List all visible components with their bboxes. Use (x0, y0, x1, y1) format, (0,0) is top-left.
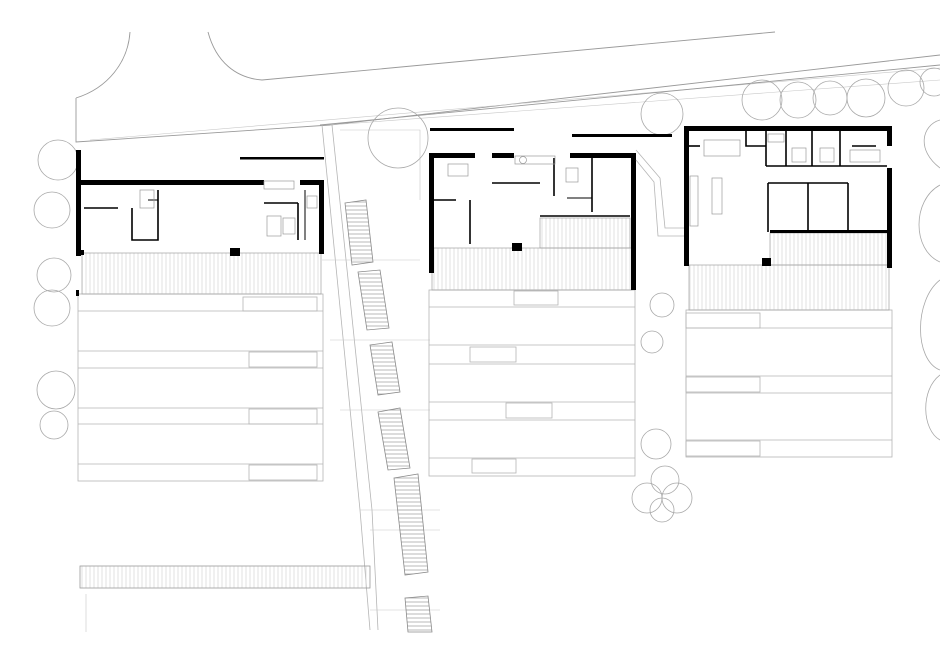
exterior-walls (684, 126, 892, 268)
road-and-site-edge (75, 31, 940, 143)
house-left-lower-levels (77, 293, 324, 482)
stairs (79, 199, 433, 633)
house-right (684, 126, 893, 458)
trees (33, 67, 940, 523)
terrace-deck (431, 247, 633, 291)
terrace-deck (81, 252, 322, 295)
terrace-deck (688, 264, 890, 311)
stair-flight (369, 341, 401, 396)
interior-partitions (84, 190, 306, 241)
stair-flight (377, 407, 411, 471)
house-right-lower-levels (685, 309, 893, 458)
lower-stair-strip (79, 565, 371, 632)
stair-flight (344, 199, 374, 266)
fixtures (689, 133, 881, 227)
stair-flight (357, 269, 390, 331)
house-middle (428, 128, 672, 477)
entry-steps (769, 232, 890, 266)
ramp (635, 149, 686, 237)
stair-flight (393, 473, 429, 576)
exterior-walls (76, 150, 324, 296)
fixtures (447, 155, 579, 183)
interior-partitions (689, 131, 887, 232)
house-left (76, 150, 324, 482)
house-middle-lower-levels (428, 289, 636, 477)
fixtures (139, 180, 318, 237)
entry-steps (539, 217, 631, 249)
exterior-walls (429, 128, 672, 290)
stair-flight (404, 595, 433, 633)
